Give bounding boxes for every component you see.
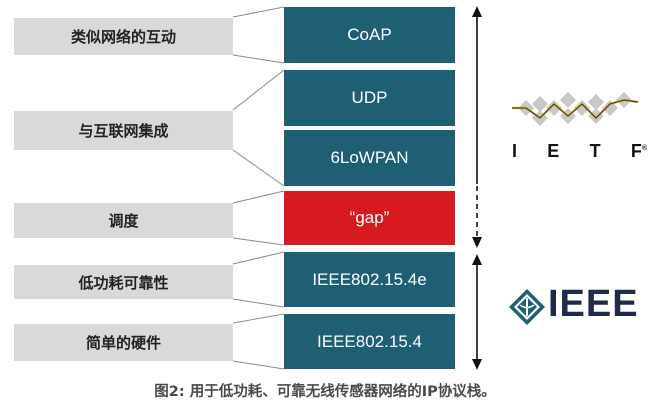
stack-coap: CoAP — [284, 7, 455, 63]
stack-label: IEEE802.15.4 — [317, 331, 422, 351]
label-text: 与互联网集成 — [78, 122, 169, 140]
registered-mark: ® — [641, 145, 647, 152]
label-text: 调度 — [108, 212, 139, 230]
label-network-interaction: 类似网络的互动 — [14, 18, 233, 55]
stack-ieee802154e: IEEE802.15.4e — [284, 252, 455, 307]
ieee-wordmark: IEEE — [548, 283, 639, 325]
stack-label: CoAP — [347, 25, 392, 44]
label-text: 低功耗可靠性 — [78, 273, 169, 292]
ietf-letter: T — [589, 141, 601, 161]
label-internet-integration: 与互联网集成 — [14, 111, 233, 150]
figure-caption: 图2: 用于低功耗、可靠无线传感器网络的IP协议栈。 — [154, 384, 496, 400]
stack-label: IEEE802.15.4e — [312, 269, 427, 289]
label-text: 简单的硬件 — [85, 334, 161, 352]
ietf-letter: F — [630, 141, 642, 161]
stack-udp: UDP — [284, 70, 455, 126]
label-low-power-reliability: 低功耗可靠性 — [14, 265, 233, 299]
ietf-letter-f: F® — [631, 141, 647, 162]
stack-label: “gap” — [349, 208, 390, 227]
label-text: 类似网络的互动 — [70, 28, 176, 46]
label-simple-hardware: 简单的硬件 — [14, 324, 233, 361]
label-scheduling: 调度 — [14, 203, 233, 238]
stack-label: 6LoWPAN — [330, 148, 409, 167]
stack-6lowpan: 6LoWPAN — [284, 130, 455, 186]
ieee-diamond-icon — [509, 289, 545, 325]
stack-label: UDP — [351, 88, 388, 107]
ietf-letter: E — [547, 141, 560, 161]
ietf-letter: I — [512, 141, 518, 161]
ietf-wordmark: I E T F® — [512, 141, 647, 162]
stack-gap: “gap” — [284, 191, 455, 245]
stack-ieee802154: IEEE802.15.4 — [284, 314, 455, 369]
ietf-logo-graphic — [512, 92, 639, 126]
